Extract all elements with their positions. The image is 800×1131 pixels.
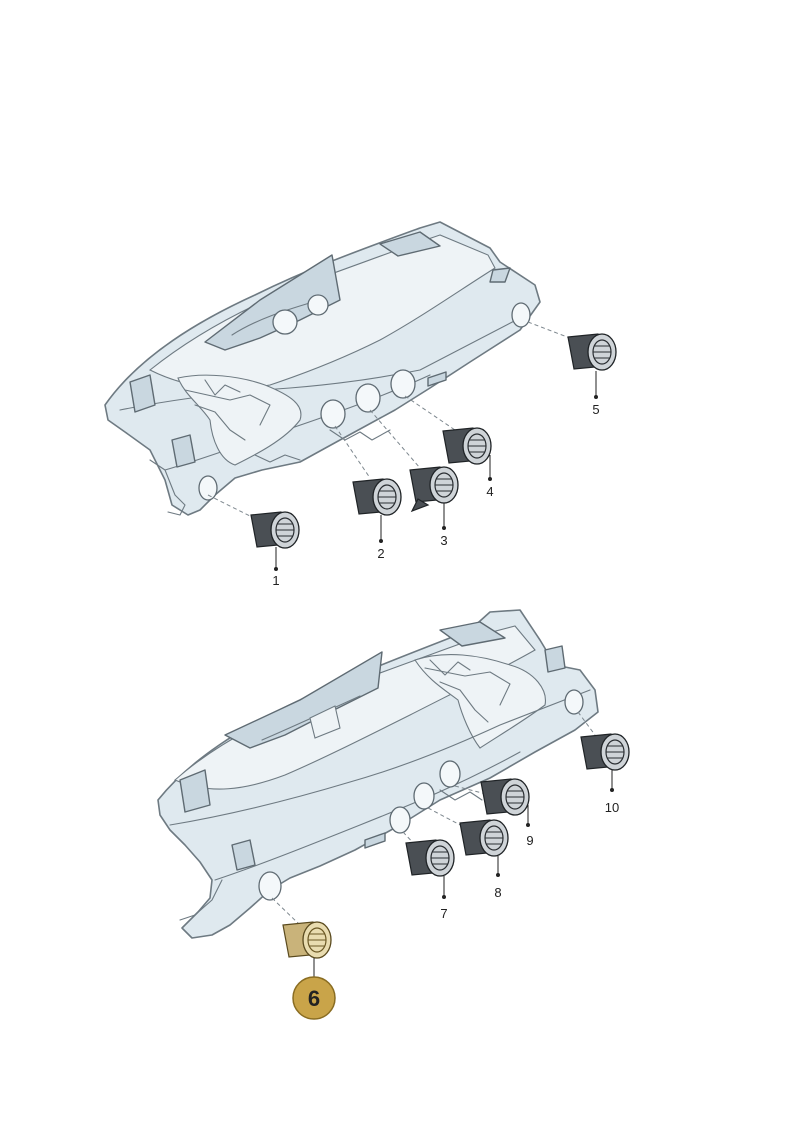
dashboard-top-vent-hole-1 (198, 475, 218, 501)
vent-part-6-highlighted[interactable] (282, 921, 332, 959)
dashboard-bottom-right-cutout (414, 654, 546, 749)
dashboard-top-left-cutout (177, 374, 302, 466)
callout-10: 10 (605, 770, 619, 815)
callout-label-8: 8 (494, 885, 501, 900)
vent-part-2[interactable] (352, 478, 402, 516)
vent-part-3[interactable] (409, 466, 459, 513)
dashboard-bottom (157, 609, 599, 939)
callout-3: 3 (440, 503, 448, 548)
vent-part-8[interactable] (459, 819, 509, 857)
dashboard-top-defrost-slot (379, 231, 441, 257)
callout-1: 1 (272, 547, 280, 588)
callout-label-9: 9 (526, 833, 533, 848)
vent-part-1[interactable] (250, 511, 300, 549)
callout-6-badge[interactable] (292, 976, 336, 1020)
callout-5: 5 (592, 371, 600, 417)
dashboard-top-vent-hole-3 (355, 383, 381, 413)
dashboard-top (104, 221, 541, 516)
callout-2: 2 (377, 515, 385, 561)
callout-label-4: 4 (486, 484, 493, 499)
dashboard-bottom-vent-hole-6 (258, 871, 282, 901)
dashboard-bottom-vent-hole-9 (439, 760, 461, 788)
dashboard-top-vent-hole-2 (320, 399, 346, 429)
callout-7: 7 (440, 876, 448, 921)
callout-label-2: 2 (377, 546, 384, 561)
vent-part-4[interactable] (442, 427, 492, 465)
callout-label-6: 6 (308, 986, 320, 1011)
callout-4: 4 (486, 455, 494, 499)
callout-label-7: 7 (440, 906, 447, 921)
vent-part-7[interactable] (405, 839, 455, 877)
vent-part-5[interactable] (567, 333, 617, 371)
dashboard-bottom-defrost-slot (439, 621, 506, 647)
vent-part-10[interactable] (580, 733, 630, 771)
callout-8: 8 (494, 856, 502, 900)
callout-label-3: 3 (440, 533, 447, 548)
callout-label-10: 10 (605, 800, 619, 815)
dashboard-top-vent-hole-4 (390, 369, 416, 399)
callout-label-1: 1 (272, 573, 279, 588)
callout-6: 6 (292, 958, 336, 1020)
vent-part-9[interactable] (480, 778, 530, 816)
dashboard-bottom-vent-hole-10 (564, 689, 584, 715)
callout-label-5: 5 (592, 402, 599, 417)
dashboard-top-vent-hole-5 (511, 302, 531, 328)
callout-9: 9 (526, 805, 534, 848)
dashboard-bottom-screen-recess (224, 651, 383, 749)
dashboard-bottom-vent-hole-7 (389, 806, 411, 834)
dashboard-bottom-vent-hole-8 (413, 782, 435, 810)
